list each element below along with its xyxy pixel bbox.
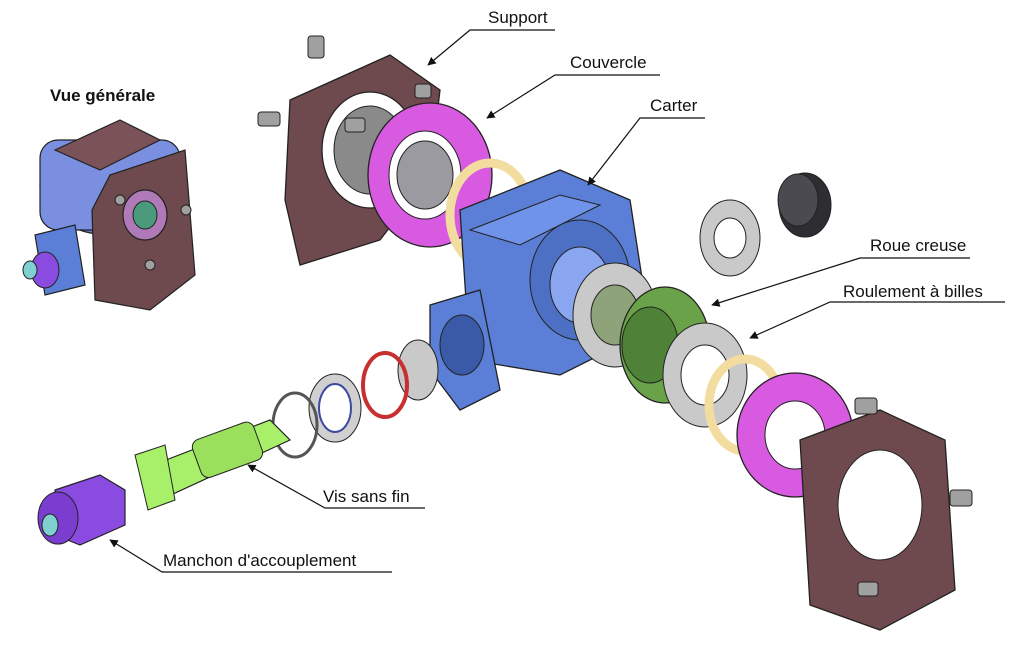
- label-roulement: Roulement à billes: [843, 282, 983, 301]
- support-part-front: [799, 397, 973, 631]
- label-couvercle: Couvercle: [570, 53, 647, 72]
- leader-couvercle: [486, 74, 660, 119]
- leader-manchon: [109, 539, 392, 573]
- leader-vis-sans-fin: [247, 464, 425, 509]
- circlip-red: [361, 351, 409, 419]
- manchon-part: [37, 474, 126, 546]
- vis-sans-fin-part: [134, 419, 292, 511]
- leader-support: [427, 29, 555, 66]
- label-roue-creuse: Roue creuse: [870, 236, 967, 255]
- leader-roulement: [749, 301, 1005, 339]
- label-support: Support: [488, 8, 548, 27]
- roulement-part: [662, 322, 748, 428]
- leader-roue-creuse: [711, 257, 970, 307]
- label-vis-sans-fin: Vis sans fin: [323, 487, 410, 506]
- circlip-grey: [271, 391, 319, 459]
- leader-carter: [587, 117, 705, 186]
- assembled-view-illustration: [22, 119, 196, 311]
- label-manchon: Manchon d'accouplement: [163, 551, 357, 570]
- label-carter: Carter: [650, 96, 698, 115]
- end-cap-part: [777, 172, 832, 238]
- diagram-title: Vue générale: [50, 86, 156, 105]
- ball-bearing-top: [699, 199, 761, 277]
